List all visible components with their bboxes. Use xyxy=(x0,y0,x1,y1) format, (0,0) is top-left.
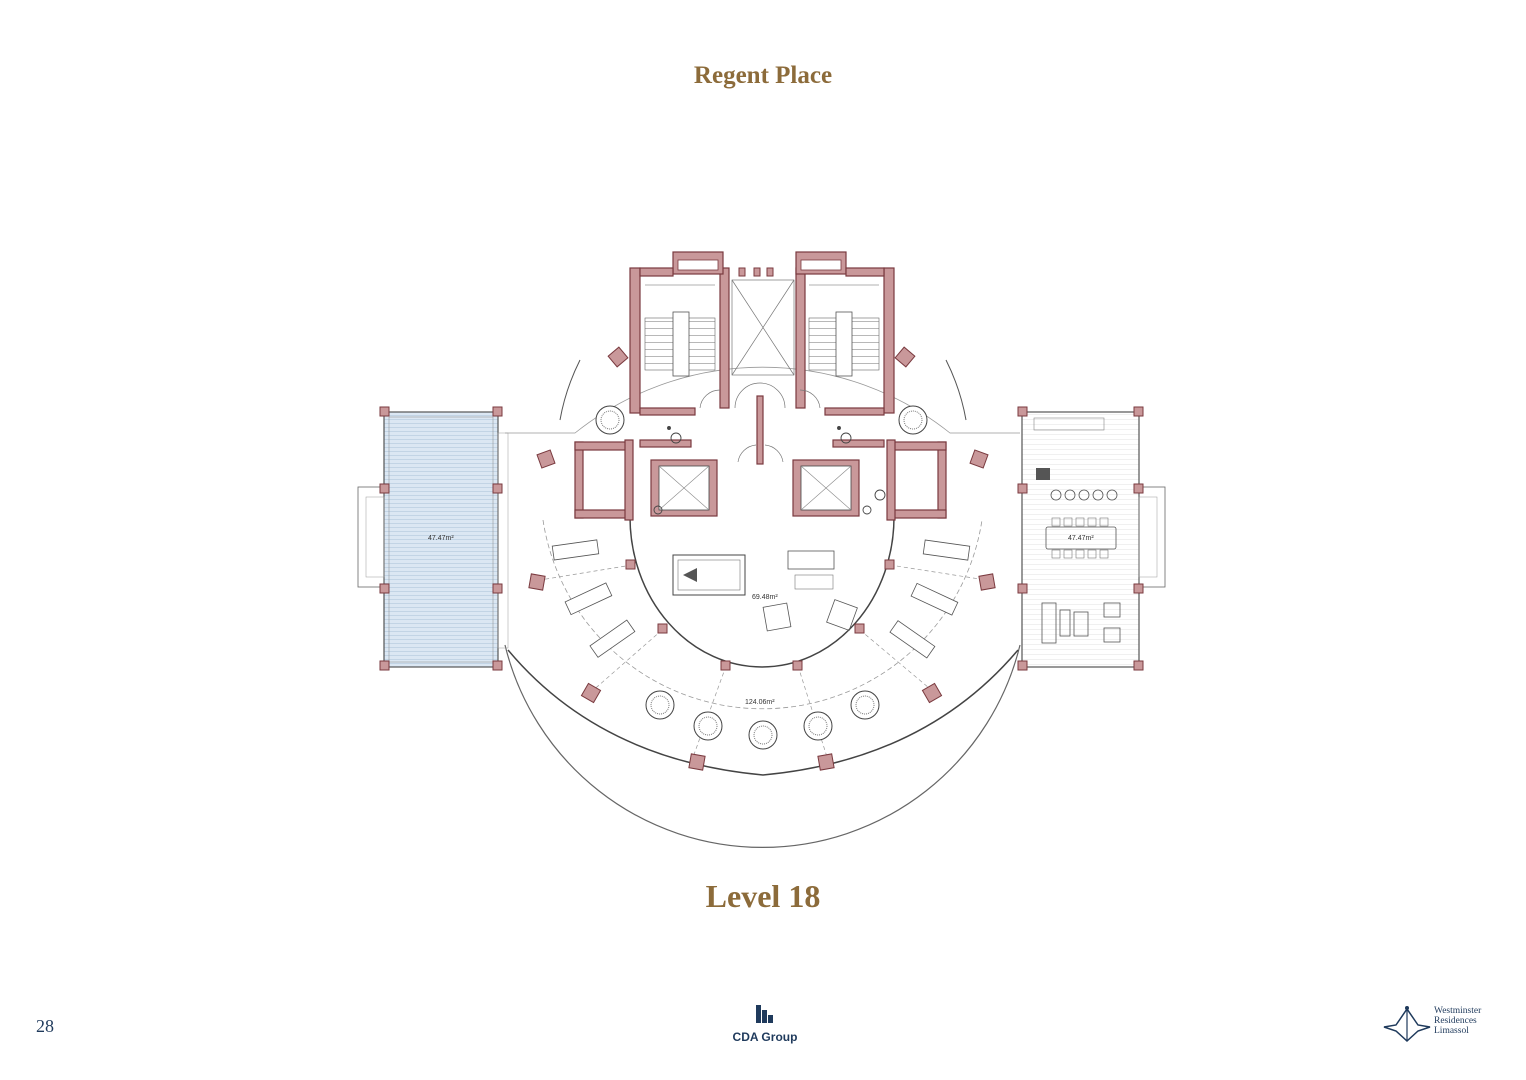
stairs xyxy=(644,284,880,377)
wheelchair-icon xyxy=(653,426,886,515)
planters xyxy=(595,405,928,750)
cda-group-logo: CDA Group xyxy=(725,1003,805,1044)
wm-line-2: Residences xyxy=(1434,1016,1477,1026)
pool xyxy=(357,411,509,668)
level-label: Level 18 xyxy=(705,878,821,914)
core-walls xyxy=(574,251,947,521)
lounge xyxy=(629,516,895,668)
page-number: 28 xyxy=(36,1016,54,1036)
terrace-area-label: 47.47m² xyxy=(1068,535,1094,542)
central-shaft xyxy=(699,279,821,463)
crown-icon xyxy=(1383,1006,1431,1043)
wm-line-3: Limassol xyxy=(1434,1026,1469,1036)
perimeter-columns xyxy=(528,267,996,771)
wm-line-1: Westminster xyxy=(1434,1006,1482,1016)
cda-building-icon xyxy=(756,1005,773,1023)
pool-area-label: 47.47m² xyxy=(428,535,454,542)
sun-loungers xyxy=(551,539,971,659)
page-title: Regent Place xyxy=(693,62,833,89)
right-terrace xyxy=(1021,411,1166,668)
terrace-posts xyxy=(379,406,1144,671)
lounge-area-label: 69.48m² xyxy=(752,594,778,601)
westminster-logo: Westminster Residences Limassol xyxy=(1382,1005,1502,1045)
deck-area-label: 124.06m² xyxy=(745,699,775,706)
cda-logo-text: CDA Group xyxy=(732,1030,798,1044)
